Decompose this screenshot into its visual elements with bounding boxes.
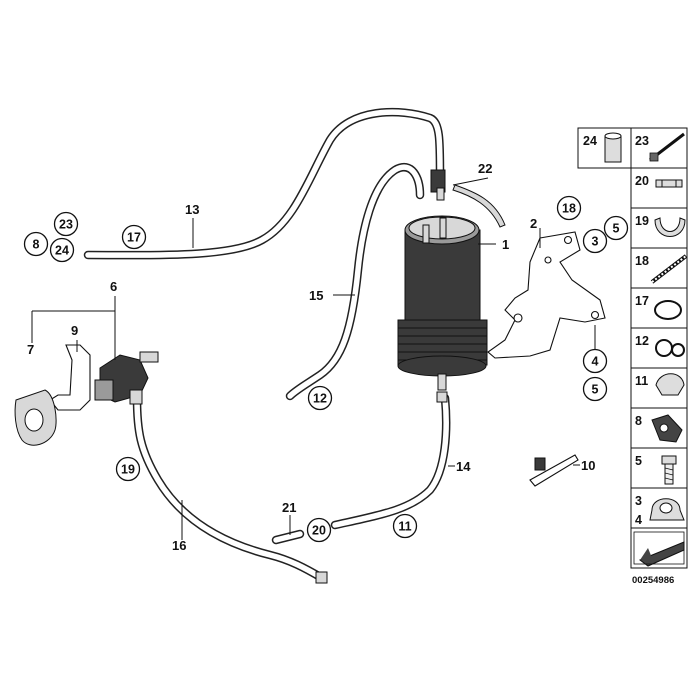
legend-label-24: 24 (583, 134, 597, 148)
hose-16 (132, 393, 327, 583)
fitting-16-end (315, 571, 328, 584)
legend-label-12: 12 (635, 334, 649, 348)
svg-text:4: 4 (592, 355, 599, 369)
valve-assembly-6 (49, 344, 159, 411)
legend-label-20: 20 (635, 174, 649, 188)
legend-cell-23 (630, 127, 688, 169)
circled-callout-5-bottom: 5 (582, 376, 608, 402)
callout-1: 1 (502, 237, 509, 252)
svg-text:23: 23 (59, 218, 73, 232)
svg-text:3: 3 (592, 235, 599, 249)
legend-label-18: 18 (635, 254, 649, 268)
circled-callout-20: 20 (306, 517, 332, 543)
legend-label-5: 5 (635, 454, 642, 468)
legend-label-3: 3 (635, 494, 642, 508)
hose-holder-icon (655, 373, 685, 396)
legend-cell-18 (630, 247, 688, 289)
callout-2: 2 (530, 216, 537, 231)
svg-text:18: 18 (562, 202, 576, 216)
legend-label-23: 23 (635, 134, 649, 148)
callout-13: 13 (185, 202, 199, 217)
hose-clamp-icon (654, 217, 686, 237)
circled-callout-17: 17 (121, 224, 147, 250)
legend-label-19: 19 (635, 214, 649, 228)
legend-label-11: 11 (635, 374, 648, 388)
clamp-ring-icon (654, 300, 682, 320)
double-clamp-icon (655, 339, 685, 357)
fuel-filter-canister (397, 169, 488, 391)
legend-panel: 24 23 20 19 18 17 12 11 8 5 3 4 (577, 127, 688, 586)
callout-16: 16 (172, 538, 186, 553)
callout-21: 21 (282, 500, 296, 515)
circled-callout-4: 4 (582, 348, 608, 374)
svg-text:19: 19 (121, 463, 135, 477)
ring-7 (14, 389, 57, 446)
hose-14 (330, 393, 451, 530)
svg-text:5: 5 (592, 383, 599, 397)
cable-tie-icon (649, 132, 685, 162)
legend-cell-5 (630, 447, 688, 489)
circled-callout-12: 12 (307, 385, 333, 411)
circled-callout-24: 24 (49, 237, 75, 263)
svg-text:11: 11 (398, 520, 411, 534)
svg-text:5: 5 (613, 222, 620, 236)
strap-icon (650, 254, 688, 284)
legend-label-17: 17 (635, 294, 649, 308)
circled-callout-23: 23 (53, 211, 79, 237)
fitting-14-top (436, 391, 448, 403)
callout-9: 9 (71, 323, 78, 338)
callout-7: 7 (27, 342, 34, 357)
circled-callout-5-top: 5 (603, 215, 629, 241)
screw-icon (661, 455, 677, 485)
legend-label-4: 4 (635, 513, 642, 527)
circled-callout-18: 18 (556, 195, 582, 221)
hose-15 (285, 163, 425, 401)
svg-text:8: 8 (33, 238, 40, 252)
circled-callout-8: 8 (23, 231, 49, 257)
svg-text:24: 24 (55, 244, 69, 258)
svg-text:20: 20 (312, 524, 326, 538)
pipe-clip-icon (649, 498, 685, 521)
sleeve-icon (604, 132, 622, 163)
circled-callout-3: 3 (582, 228, 608, 254)
connector-icon (655, 179, 683, 188)
circled-callout-19: 19 (115, 456, 141, 482)
legend-cell-20 (630, 167, 688, 209)
leader-lines (31, 177, 596, 540)
bracket-2 (487, 231, 606, 359)
callout-14: 14 (456, 459, 471, 474)
hose-13 (83, 107, 445, 260)
svg-text:12: 12 (313, 392, 327, 406)
circled-callout-11: 11 (392, 513, 418, 539)
arrow-icon (633, 531, 685, 567)
svg-text:17: 17 (127, 231, 141, 245)
callout-15: 15 (309, 288, 323, 303)
strip-22 (452, 184, 506, 228)
connector-fitting-icon (651, 414, 683, 443)
document-id: 00254986 (632, 575, 674, 586)
legend-label-8: 8 (635, 414, 642, 428)
callout-22: 22 (478, 161, 492, 176)
callout-6: 6 (110, 279, 117, 294)
hose-21-stub (271, 529, 305, 545)
filter-ribs (397, 319, 488, 366)
clip-10 (529, 454, 579, 487)
callout-10: 10 (581, 458, 595, 473)
